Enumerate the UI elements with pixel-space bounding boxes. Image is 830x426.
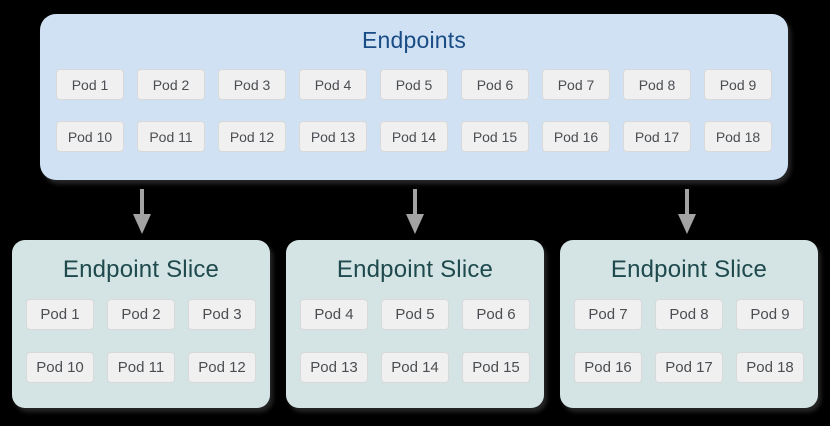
pod-chip: Pod 10 [56, 121, 124, 152]
pod-chip: Pod 4 [299, 69, 367, 100]
pod-chip: Pod 6 [461, 69, 529, 100]
pod-chip: Pod 1 [56, 69, 124, 100]
pod-chip: Pod 8 [655, 299, 723, 330]
pod-chip: Pod 16 [574, 352, 642, 383]
pod-chip: Pod 18 [736, 352, 804, 383]
pod-chip: Pod 17 [655, 352, 723, 383]
pod-chip: Pod 12 [188, 352, 256, 383]
pod-chip: Pod 4 [300, 299, 368, 330]
arrow-head [133, 214, 151, 234]
endpoints-title: Endpoints [361, 27, 467, 53]
pod-chip: Pod 9 [704, 69, 772, 100]
pod-chip: Pod 13 [299, 121, 367, 152]
pod-chip: Pod 7 [574, 299, 642, 330]
slice-title: Endpoint Slice [62, 256, 220, 283]
pod-chip: Pod 16 [542, 121, 610, 152]
pod-chip: Pod 3 [188, 299, 256, 330]
pod-chip: Pod 11 [107, 352, 175, 383]
pod-chip: Pod 5 [380, 69, 448, 100]
pod-chip: Pod 1 [26, 299, 94, 330]
arrow-head [678, 214, 696, 234]
arrow-down-icon [678, 189, 696, 234]
slice-title: Endpoint Slice [610, 256, 768, 283]
pod-chip: Pod 15 [462, 352, 530, 383]
slice-pod-grid: Pod 7 Pod 8 Pod 9 Pod 16 Pod 17 Pod 18 [560, 299, 818, 383]
arrow-stem [140, 189, 144, 214]
pod-chip: Pod 15 [461, 121, 529, 152]
arrow-head [406, 214, 424, 234]
pod-chip: Pod 17 [623, 121, 691, 152]
arrow-down-icon [406, 189, 424, 234]
pod-chip: Pod 12 [218, 121, 286, 152]
pod-chip: Pod 18 [704, 121, 772, 152]
pod-chip: Pod 14 [381, 352, 449, 383]
pod-chip: Pod 7 [542, 69, 610, 100]
slice-title: Endpoint Slice [336, 256, 494, 283]
pod-chip: Pod 10 [26, 352, 94, 383]
pod-chip: Pod 5 [381, 299, 449, 330]
slice-pod-grid: Pod 1 Pod 2 Pod 3 Pod 10 Pod 11 Pod 12 [12, 299, 270, 383]
pod-chip: Pod 2 [107, 299, 175, 330]
slice-pod-grid: Pod 4 Pod 5 Pod 6 Pod 13 Pod 14 Pod 15 [286, 299, 544, 383]
endpoints-pod-grid: Pod 1 Pod 2 Pod 3 Pod 4 Pod 5 Pod 6 Pod 7 Pod 8… [40, 69, 788, 152]
pod-chip: Pod 2 [137, 69, 205, 100]
pod-chip: Pod 3 [218, 69, 286, 100]
pod-chip: Pod 13 [300, 352, 368, 383]
arrow-down-icon [133, 189, 151, 234]
pod-chip: Pod 11 [137, 121, 205, 152]
arrow-stem [685, 189, 689, 214]
pod-chip: Pod 9 [736, 299, 804, 330]
endpoints-box: Endpoints Pod 1 Pod 2 Pod 3 Pod 4 Pod 5 Pod 6… [40, 14, 788, 180]
arrow-stem [413, 189, 417, 214]
pod-chip: Pod 8 [623, 69, 691, 100]
pod-chip: Pod 6 [462, 299, 530, 330]
pod-chip: Pod 14 [380, 121, 448, 152]
